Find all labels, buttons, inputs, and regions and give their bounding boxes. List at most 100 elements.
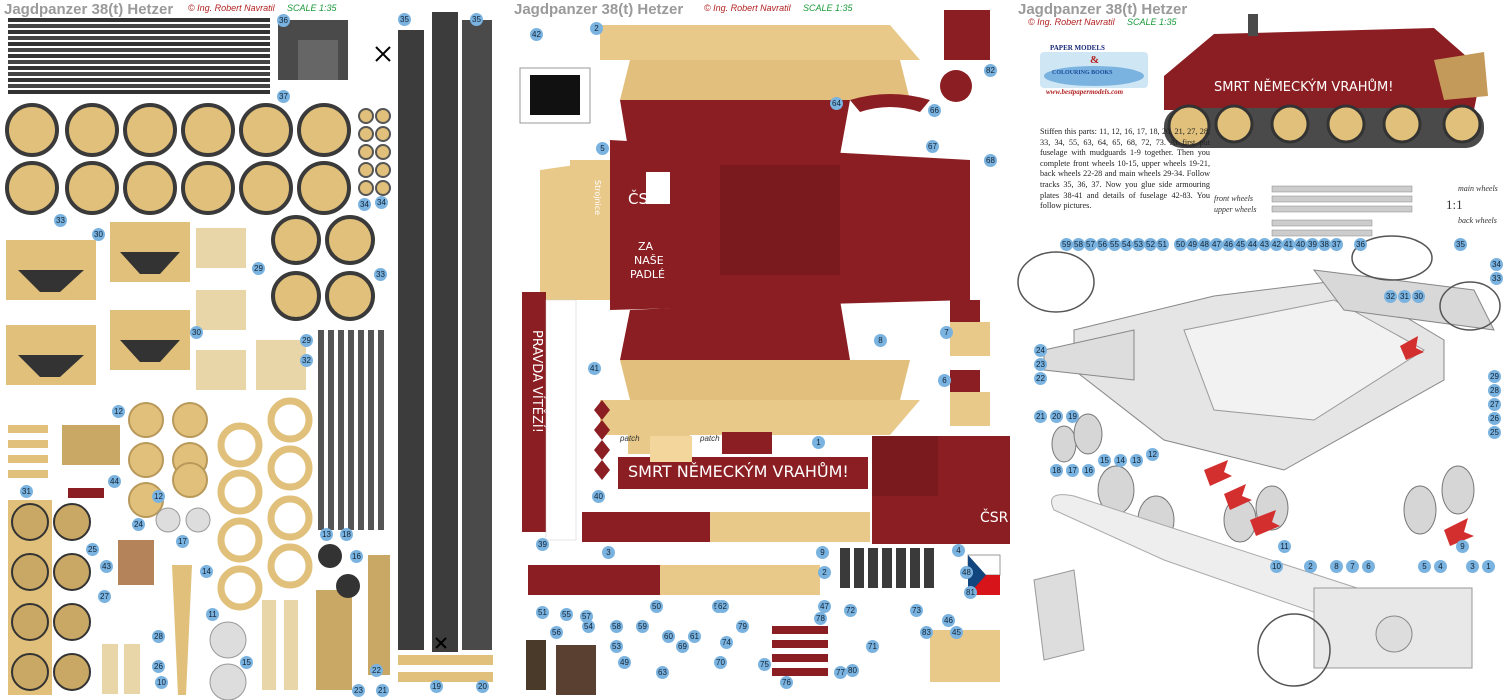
part-number-marker: 61	[688, 630, 701, 643]
pravda-strip	[522, 292, 546, 532]
checker-part	[930, 630, 1000, 682]
part-number-marker: 5	[1418, 560, 1431, 573]
marking-box	[646, 172, 670, 204]
lower-red-part	[528, 565, 660, 595]
part-number-marker: 51	[1156, 238, 1169, 251]
part-number-marker: 46	[1222, 238, 1235, 251]
part-number-marker: 77	[834, 666, 847, 679]
part-number-marker: 22	[1034, 372, 1047, 385]
part-number-marker: 36	[1354, 238, 1367, 251]
part-number-marker: 34	[358, 198, 371, 211]
sheet-3: Jagdpanzer 38(t) Hetzer © Ing. Robert Na…	[1014, 0, 1508, 700]
part-number-marker: 70	[714, 656, 727, 669]
part-number-marker: 42	[1270, 238, 1283, 251]
front-plate	[540, 160, 610, 300]
assembly-instructions: Stiffen this parts: 11, 12, 16, 17, 18, …	[1040, 127, 1210, 211]
part-number-marker: 49	[618, 656, 631, 669]
csr-mark: ČSR	[628, 190, 659, 208]
part-number-marker: 29	[1488, 370, 1501, 383]
author-credit: © Ing. Robert Navratil	[1028, 17, 1115, 27]
part-number-marker: 35	[470, 13, 483, 26]
part-number-marker: 8	[874, 334, 887, 347]
part-number-marker: 69	[676, 640, 689, 653]
part-number-marker: 11	[206, 608, 219, 621]
part-number-marker: 46	[942, 614, 955, 627]
author-credit: © Ing. Robert Navratil	[188, 3, 275, 13]
part-number-marker: 4	[1434, 560, 1447, 573]
part-number-marker: 16	[1082, 464, 1095, 477]
part-number-marker: 18	[1050, 464, 1063, 477]
logo-url: www.bestpapermodels.com	[1046, 88, 1124, 96]
part-number-marker: 30	[190, 326, 203, 339]
part-number-marker: 14	[200, 565, 213, 578]
scissors-icon	[375, 46, 447, 649]
part-number-marker: 15	[240, 656, 253, 669]
part-number-marker: 21	[1034, 410, 1047, 423]
part-number-marker: 58	[1072, 238, 1085, 251]
part-number-marker: 22	[370, 664, 383, 677]
legend-main-wheels: main wheels	[1458, 184, 1498, 193]
part-number-marker: 78	[814, 612, 827, 625]
part-number-marker: 82	[984, 64, 997, 77]
part-number-marker: 59	[636, 620, 649, 633]
part-number-marker: 45	[950, 626, 963, 639]
logo-line2: COLOURING BOOKS	[1052, 70, 1113, 76]
logo-amp: &	[1090, 54, 1100, 66]
part-number-marker: 53	[610, 640, 623, 653]
pravda-slogan: PRAVDA VÍTĚZÍ!	[529, 330, 544, 433]
part-number-marker: 27	[98, 590, 111, 603]
part-number-marker: 16	[350, 550, 363, 563]
part-number-marker: 21	[376, 684, 389, 697]
part-number-marker: 40	[592, 490, 605, 503]
part-number-marker: 63	[656, 666, 669, 679]
part-number-marker: 24	[132, 518, 145, 531]
part-number-marker: 19	[1066, 410, 1079, 423]
sheet-2-art	[519, 10, 1010, 695]
part-number-marker: 10	[1270, 560, 1283, 573]
part-number-marker: 39	[536, 538, 549, 551]
part-number-marker: 20	[476, 680, 489, 693]
part-number-marker: 1	[812, 436, 825, 449]
part-number-marker: 71	[866, 640, 879, 653]
part-number-marker: 39	[1306, 238, 1319, 251]
publisher-logo	[1040, 52, 1148, 88]
part-number-marker: 30	[92, 228, 105, 241]
track-segment-strips	[318, 330, 384, 530]
scale-label: SCALE 1:35	[287, 3, 337, 13]
padle-label: PADLÉ	[630, 268, 666, 281]
sheet-title: Jagdpanzer 38(t) Hetzer	[1018, 1, 1188, 18]
part-number-marker: 12	[152, 490, 165, 503]
part-number-marker: 59	[1060, 238, 1073, 251]
part-number-marker: 11	[1278, 540, 1291, 553]
part-number-marker: 1	[1482, 560, 1495, 573]
part-number-marker: 48	[960, 566, 973, 579]
part-number-marker: 2	[1304, 560, 1317, 573]
part-number-marker: 2	[818, 566, 831, 579]
sprocket-wheels	[128, 402, 208, 518]
part-number-marker: 23	[1034, 358, 1047, 371]
part-number-marker: 56	[550, 626, 563, 639]
part-number-marker: 74	[720, 636, 733, 649]
part-number-marker: 18	[340, 528, 353, 541]
part-number-marker: 33	[54, 214, 67, 227]
part-number-marker: 19	[430, 680, 443, 693]
part-number-marker: 24	[1034, 344, 1047, 357]
part-number-marker: 48	[1198, 238, 1211, 251]
author-name: Ing. Robert Navratil	[197, 3, 275, 13]
part-number-marker: 9	[1456, 540, 1469, 553]
part-number-marker: 27	[1488, 398, 1501, 411]
part-number-marker: 42	[530, 28, 543, 41]
part-number-marker: 41	[588, 362, 601, 375]
part-number-marker: 79	[736, 620, 749, 633]
assembly-arrows	[1204, 336, 1474, 546]
part-number-marker: 67	[926, 140, 939, 153]
small-wheels	[358, 108, 391, 196]
part-number-marker: 7	[940, 326, 953, 339]
part-number-marker: 50	[1174, 238, 1187, 251]
csr-mark-right: ČSR	[980, 510, 1009, 526]
exploded-hull-diagram	[1043, 269, 1495, 471]
smrt-band	[618, 457, 868, 489]
round-part	[940, 70, 972, 102]
part-number-marker: 72	[844, 604, 857, 617]
scale-ratio: 1:1	[1446, 197, 1463, 212]
